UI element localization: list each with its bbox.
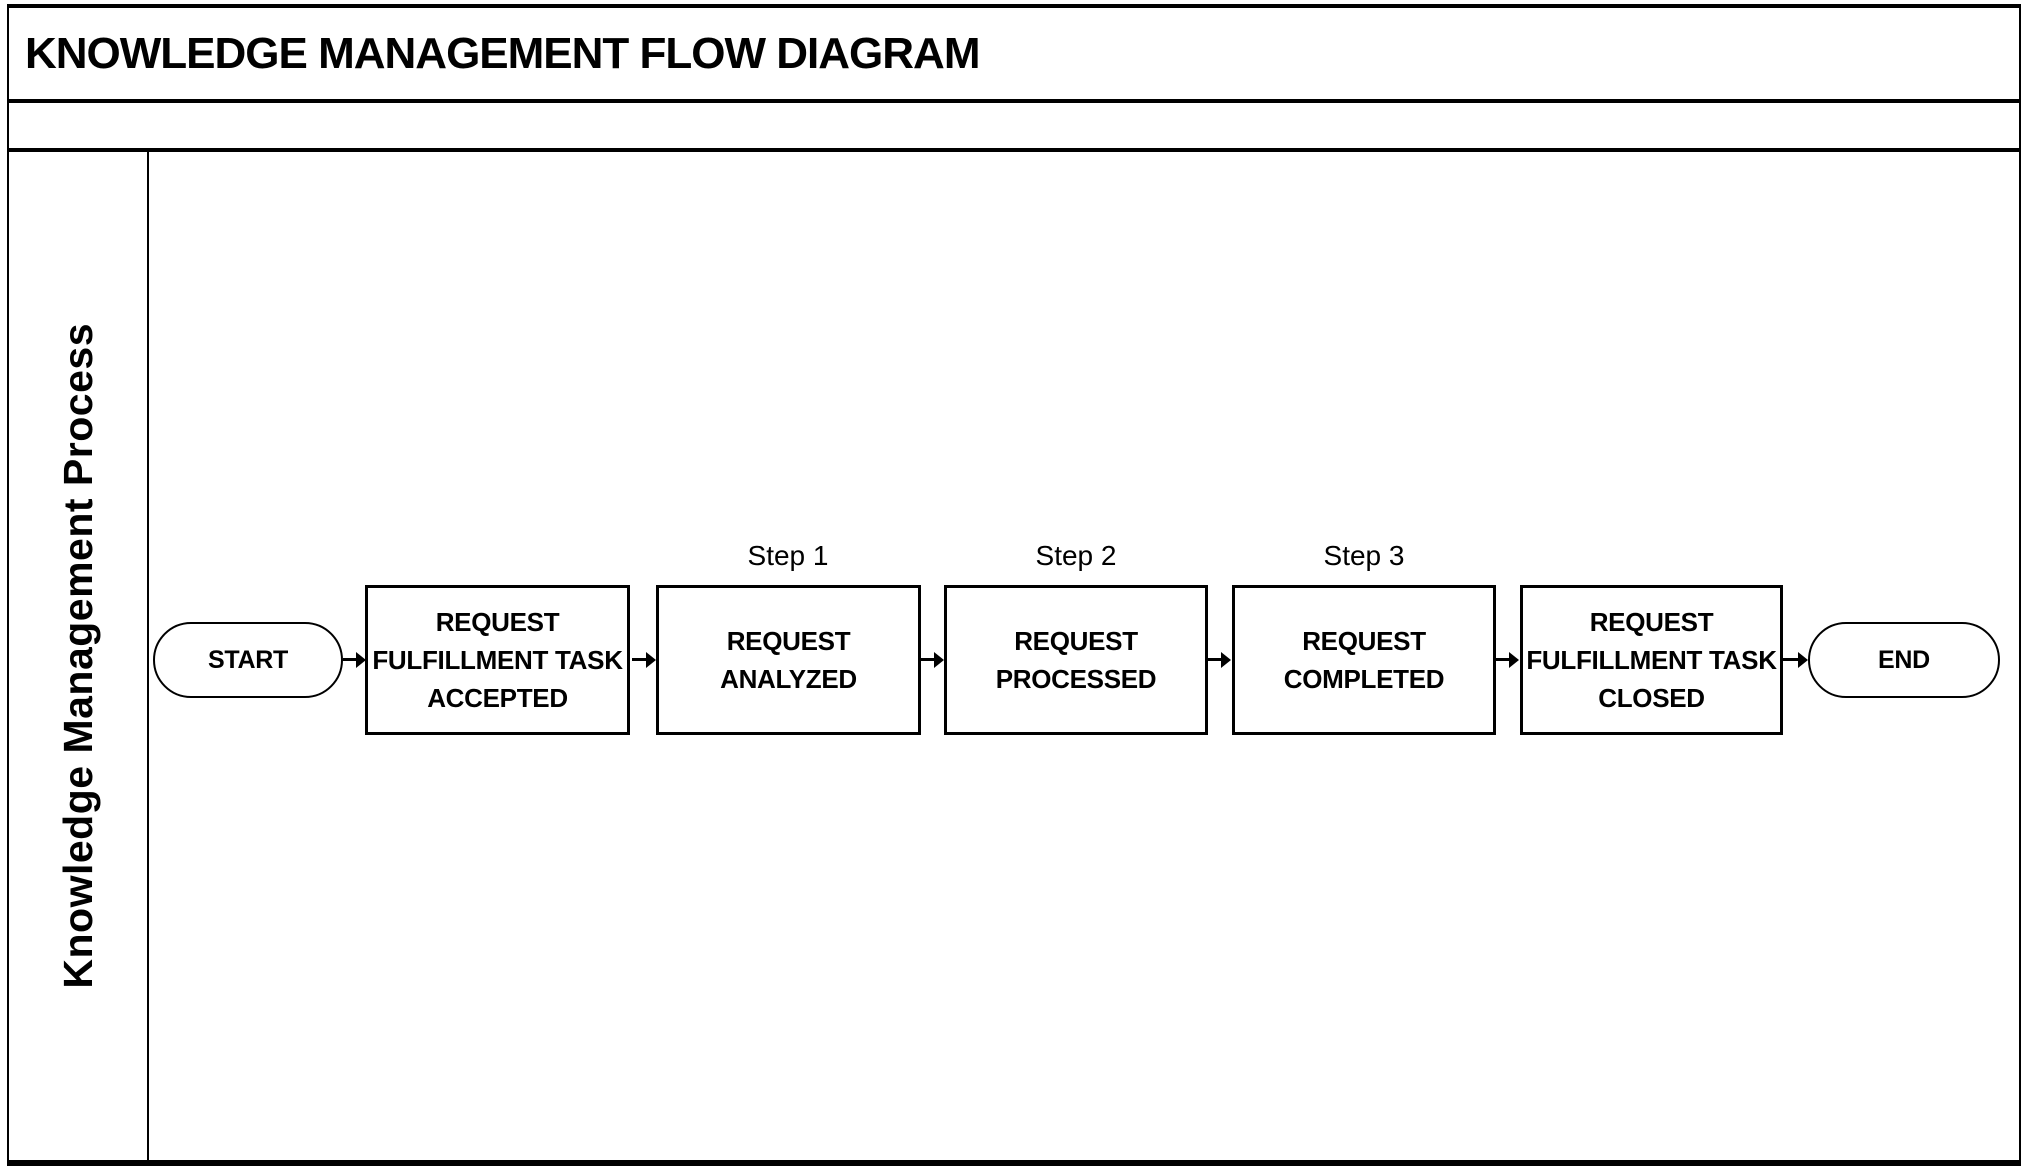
start-node: START (153, 622, 343, 698)
subtitle-band (9, 103, 2019, 152)
flow-arrow (1496, 651, 1519, 668)
swimlane-row: Knowledge Management Process Step 1 Step… (9, 152, 2019, 1160)
diagram-title: KNOWLEDGE MANAGEMENT FLOW DIAGRAM (25, 28, 980, 78)
step-label-3: Step 3 (1323, 540, 1405, 571)
diagram-frame: KNOWLEDGE MANAGEMENT FLOW DIAGRAM Knowle… (7, 4, 2021, 1166)
flow-arrow (343, 651, 366, 668)
process-box-label: REQUEST ANALYZED (720, 626, 857, 694)
flow-arrow (632, 651, 656, 668)
process-box-label: REQUEST FULFILLMENT TASK CLOSED (1526, 607, 1777, 713)
start-node-label: START (208, 645, 288, 674)
process-box-label: REQUEST FULFILLMENT TASK ACCEPTED (372, 607, 623, 713)
flow-canvas: Step 1 Step 2 Step 3 START REQUEST FULFI… (149, 152, 2019, 1160)
flow-arrow (1208, 651, 1231, 668)
swimlane-label: Knowledge Management Process (54, 323, 101, 989)
step-label-1: Step 1 (747, 540, 829, 571)
process-box-request-analyzed: REQUEST ANALYZED (656, 585, 921, 735)
end-node: END (1808, 622, 2000, 698)
end-node-label: END (1878, 645, 1930, 674)
process-box-label: REQUEST COMPLETED (1283, 626, 1445, 694)
process-box-label: REQUEST PROCESSED (995, 626, 1157, 694)
swimlane-header: Knowledge Management Process (9, 152, 149, 1160)
process-box-request-processed: REQUEST PROCESSED (944, 585, 1208, 735)
title-band: KNOWLEDGE MANAGEMENT FLOW DIAGRAM (9, 8, 2019, 103)
process-box-request-completed: REQUEST COMPLETED (1232, 585, 1496, 735)
process-box-request-fulfillment-task-closed: REQUEST FULFILLMENT TASK CLOSED (1520, 585, 1783, 735)
flow-arrow (1783, 651, 1808, 668)
step-label-2: Step 2 (1035, 540, 1117, 571)
process-box-request-fulfillment-task-accepted: REQUEST FULFILLMENT TASK ACCEPTED (365, 585, 630, 735)
flow-arrow (921, 651, 944, 668)
